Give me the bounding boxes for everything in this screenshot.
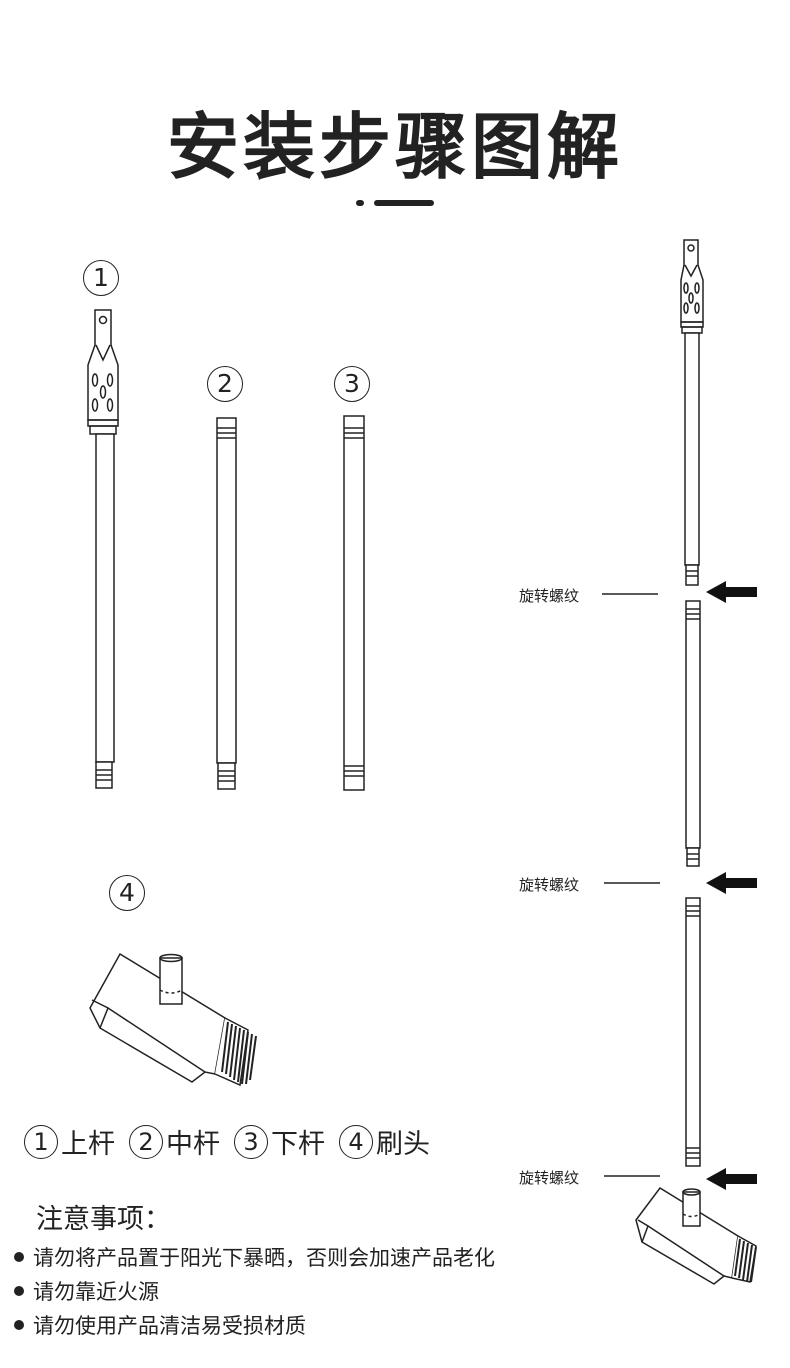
notice-text: 请勿使用产品清洁易受损材质 xyxy=(33,1314,306,1338)
notice-item: 请勿将产品置于阳光下暴晒，否则会加速产品老化 xyxy=(14,1240,495,1274)
notice-title: 注意事项： xyxy=(36,1204,171,1235)
notice-text: 请勿靠近火源 xyxy=(33,1280,159,1304)
legend-item: 3 下杆 xyxy=(234,1122,325,1161)
lower-pole-drawing xyxy=(343,415,365,791)
legend-item: 1 上杆 xyxy=(24,1122,115,1161)
upper-pole-drawing xyxy=(87,309,119,789)
notice-list: 请勿将产品置于阳光下暴晒，否则会加速产品老化 请勿靠近火源 请勿使用产品清洁易受… xyxy=(14,1240,495,1342)
middle-pole-drawing xyxy=(216,417,237,790)
part-number-4: 4 xyxy=(109,875,145,911)
assembled-pole-drawing xyxy=(635,239,757,1285)
legend-label: 上杆 xyxy=(61,1129,115,1160)
notice-item: 请勿靠近火源 xyxy=(14,1274,495,1308)
legend-number: 4 xyxy=(339,1124,373,1159)
rotate-thread-label-2: 旋转螺纹 xyxy=(519,876,580,894)
legend-number: 1 xyxy=(24,1124,58,1159)
page-title: 安装步骤图解 xyxy=(166,105,623,189)
legend-item: 2 中杆 xyxy=(129,1122,220,1161)
arrow-icon xyxy=(706,581,757,603)
bullet-icon xyxy=(14,1286,24,1296)
legend-label: 中杆 xyxy=(166,1129,220,1160)
brush-head-drawing xyxy=(89,952,257,1087)
legend-number: 3 xyxy=(234,1124,268,1159)
title-divider xyxy=(356,198,436,208)
parts-legend: 1 上杆 2 中杆 3 下杆 4 刷头 xyxy=(24,1122,430,1161)
rotate-thread-label-3: 旋转螺纹 xyxy=(519,1169,580,1187)
notice-text: 请勿将产品置于阳光下暴晒，否则会加速产品老化 xyxy=(33,1246,495,1270)
arrow-icon xyxy=(706,872,757,894)
part-number-1: 1 xyxy=(83,260,119,296)
bullet-icon xyxy=(14,1320,24,1330)
legend-label: 刷头 xyxy=(376,1129,430,1160)
part-number-2: 2 xyxy=(207,366,243,402)
legend-number: 2 xyxy=(129,1124,163,1159)
arrow-icon xyxy=(706,1168,757,1190)
part-number-3: 3 xyxy=(334,366,370,402)
notice-item: 请勿使用产品清洁易受损材质 xyxy=(14,1308,495,1342)
bullet-icon xyxy=(14,1252,24,1262)
legend-label: 下杆 xyxy=(271,1129,325,1160)
rotate-thread-label-1: 旋转螺纹 xyxy=(519,587,580,605)
legend-item: 4 刷头 xyxy=(339,1122,430,1161)
